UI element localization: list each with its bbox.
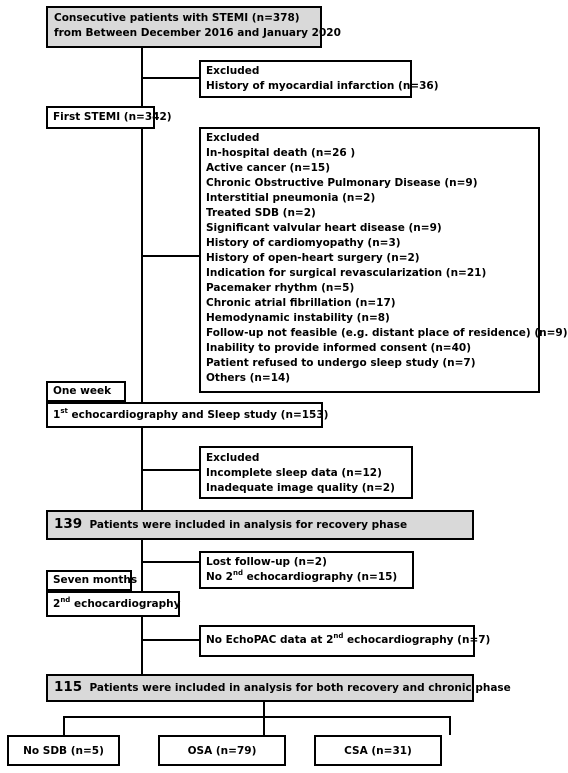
exclusion2-item: Pacemaker rhythm (n=5) (206, 282, 355, 294)
exclusion2-item: Hemodynamic instability (n=8) (206, 312, 390, 324)
exclusion2-item: Follow-up not feasible (e.g. distant pla… (206, 327, 568, 339)
main-flow-line (141, 48, 143, 674)
exclusion4-line2: No 2nd echocardiography (n=15) (206, 569, 398, 584)
group-no-sdb-label: No SDB (n=5) (23, 745, 104, 757)
first-echo-box: 1st echocardiography and Sleep study (n=… (46, 402, 329, 428)
exclusion3-item: Inadequate image quality (n=2) (206, 482, 395, 494)
exclusion2-item: Patient refused to undergo sleep study (… (206, 357, 476, 369)
drop-line-csa (449, 716, 451, 735)
recovery-count: 139 (54, 516, 83, 532)
exclusion1-item: History of myocardial infarction (n=36) (206, 80, 439, 92)
exclusion2-item: Interstitial pneumonia (n=2) (206, 192, 376, 204)
drop-line-no-sdb (63, 716, 65, 735)
exclusion5-label: No EchoPAC data at 2nd echocardiography … (206, 632, 491, 647)
both-phases-text: Patients were included in analysis for b… (89, 682, 511, 694)
one-week-label: One week (53, 385, 112, 397)
drop-line-osa (263, 716, 265, 735)
start-line2: from Between December 2016 and January 2… (54, 27, 341, 39)
split-vertical-line (263, 700, 265, 717)
first-echo-sup: st (60, 407, 68, 415)
exclusion2-box: Excluded In-hospital death (n=26 ) Activ… (199, 127, 568, 393)
exclusion4-line1: Lost follow-up (n=2) (206, 556, 327, 568)
seven-months-box: Seven months (46, 570, 138, 591)
one-week-box: One week (46, 381, 126, 402)
group-csa-box: CSA (n=31) (314, 735, 442, 766)
second-echo-sup: nd (60, 596, 71, 604)
second-echo-label: 2nd echocardiography (53, 596, 181, 611)
exclusion2-item: Chronic atrial fibrillation (n=17) (206, 297, 396, 309)
exclusion5-box: No EchoPAC data at 2nd echocardiography … (199, 625, 491, 657)
exclusion1-title: Excluded (206, 65, 260, 77)
second-echo-box: 2nd echocardiography (46, 591, 180, 617)
exclusion3-item: Incomplete sleep data (n=12) (206, 467, 382, 479)
branch-line-exclusion3 (141, 469, 199, 471)
first-stemi-label: First STEMI (n=342) (53, 111, 172, 123)
recovery-text: Patients were included in analysis for r… (89, 519, 408, 531)
start-box: Consecutive patients with STEMI (n=378) … (46, 6, 341, 48)
exclusion2-item: Indication for surgical revascularizatio… (206, 267, 487, 279)
both-phases-box: 115 Patients were included in analysis f… (46, 674, 511, 702)
both-phases-count: 115 (54, 679, 83, 695)
exclusion4-box: Lost follow-up (n=2) No 2nd echocardiogr… (199, 551, 414, 589)
recovery-box: 139 Patients were included in analysis f… (46, 510, 474, 540)
exclusion2-item: Significant valvular heart disease (n=9) (206, 222, 442, 234)
branch-line-exclusion4 (141, 561, 199, 563)
exclusion2-item: Treated SDB (n=2) (206, 207, 316, 219)
start-line1: Consecutive patients with STEMI (n=378) (54, 12, 300, 24)
exclusion2-item: Others (n=14) (206, 372, 291, 384)
both-phases-label: 115 Patients were included in analysis f… (54, 679, 511, 696)
seven-months-label: Seven months (53, 574, 138, 586)
exclusion2-item: History of open-heart surgery (n=2) (206, 252, 420, 264)
split-horizontal-line (63, 716, 450, 718)
group-osa-label: OSA (n=79) (187, 745, 257, 757)
exclusion2-item: In-hospital death (n=26 ) (206, 147, 356, 159)
branch-line-exclusion2 (141, 255, 199, 257)
first-stemi-box: First STEMI (n=342) (46, 106, 172, 129)
recovery-label: 139 Patients were included in analysis f… (54, 517, 466, 533)
exclusion2-item: Inability to provide informed consent (n… (206, 342, 472, 354)
group-csa-label: CSA (n=31) (344, 745, 412, 757)
branch-line-exclusion1 (141, 77, 200, 79)
branch-line-exclusion5 (141, 639, 199, 641)
exclusion2-item: History of cardiomyopathy (n=3) (206, 237, 401, 249)
exclusion2-item: Active cancer (n=15) (206, 162, 331, 174)
exclusion2-item: Chronic Obstructive Pulmonary Disease (n… (206, 177, 478, 189)
exclusion2-title: Excluded (206, 132, 260, 144)
exclusion3-box: Excluded Incomplete sleep data (n=12) In… (199, 446, 413, 499)
exclusion1-box: Excluded History of myocardial infarctio… (199, 60, 439, 98)
group-osa-box: OSA (n=79) (158, 735, 286, 766)
first-echo-label: 1st echocardiography and Sleep study (n=… (53, 407, 329, 422)
group-no-sdb-box: No SDB (n=5) (7, 735, 120, 766)
exclusion3-title: Excluded (206, 452, 260, 464)
